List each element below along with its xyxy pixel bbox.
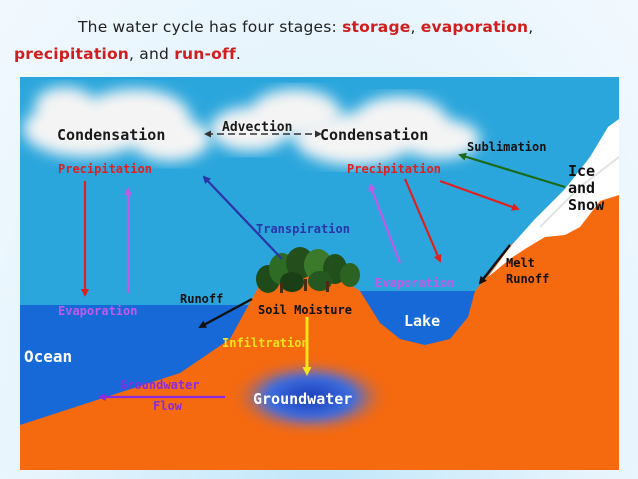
caption-separator: , and [129, 45, 175, 63]
label-evaporation-lake: Evaporation [375, 276, 454, 290]
label-ocean: Ocean [24, 347, 72, 366]
land [20, 169, 619, 470]
keyword-evaporation: evaporation [420, 18, 529, 36]
caption-period: . [235, 45, 242, 63]
label-transpiration: Transpiration [256, 222, 350, 236]
cloud-left [23, 87, 210, 161]
lake [360, 291, 475, 345]
evaporation-arrow-lake [368, 183, 402, 264]
label-precipitation-right: Precipitation [347, 162, 441, 176]
label-precipitation-left: Precipitation [58, 162, 152, 176]
keyword-run-off: run-off [174, 45, 236, 63]
forest-trees [256, 247, 360, 293]
melt-runoff-arrow [478, 244, 511, 285]
label-evaporation-ocean: Evaporation [58, 304, 137, 318]
label-groundwater-flow-1: Groundwater [120, 378, 199, 392]
label-ice-and-snow-1: Ice [568, 162, 595, 180]
label-runoff: Runoff [180, 292, 223, 306]
label-infiltration: Infiltration [222, 336, 309, 350]
label-groundwater-flow-2: Flow [153, 399, 183, 413]
label-melt-runoff-2: Runoff [506, 272, 549, 286]
keyword-storage: storage [342, 18, 411, 36]
runoff-arrow [198, 297, 253, 329]
label-advection: Advection [222, 120, 292, 135]
slide-caption: The water cycle has four stages: storage… [14, 14, 624, 68]
label-ice-and-snow-3: Snow [568, 196, 605, 214]
water-cycle-diagram: Condensation Advection Condensation Subl… [20, 77, 619, 470]
label-groundwater: Groundwater [253, 390, 352, 408]
label-melt-runoff-1: Melt [506, 256, 535, 270]
caption-separator: , [410, 18, 421, 36]
cloud-right [295, 96, 480, 165]
transpiration-arrow [202, 175, 283, 260]
groundwater-zone [230, 359, 390, 435]
label-condensation-right: Condensation [320, 126, 428, 144]
caption-text: The water cycle has four stages: [78, 18, 343, 36]
label-lake: Lake [404, 312, 440, 330]
label-soil-moisture: Soil Moisture [258, 303, 352, 317]
keyword-precipitation: precipitation [14, 45, 130, 63]
precipitation-arrow-snow [439, 179, 520, 211]
caption-separator: , [528, 18, 534, 36]
precipitation-arrow-lake [403, 178, 442, 263]
label-ice-and-snow-2: and [568, 179, 595, 197]
sublimation-arrow [458, 152, 566, 189]
snow-cap [488, 119, 619, 277]
label-condensation-left: Condensation [57, 126, 165, 144]
label-sublimation: Sublimation [467, 140, 546, 154]
